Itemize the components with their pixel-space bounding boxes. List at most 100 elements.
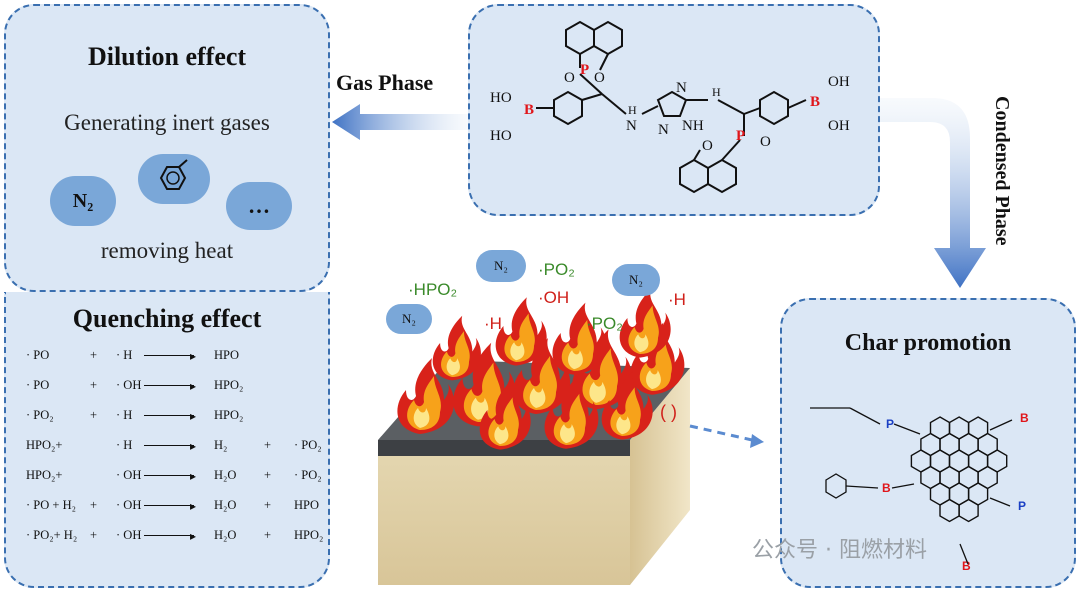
reaction-term: HPO — [214, 348, 240, 362]
molecule-label-p-2: P — [736, 128, 745, 144]
radical-h-right: ·H — [668, 290, 686, 309]
reaction-term: + — [90, 348, 98, 362]
molecule-label-o-3: O — [702, 138, 713, 154]
molecule-label-ho-2: HO — [490, 128, 512, 144]
reaction-term: · OH — [116, 378, 142, 392]
burning-material-illustration: ( ) — [378, 289, 764, 585]
flame — [495, 297, 547, 366]
molecule-label-o-4: O — [760, 134, 771, 150]
reaction-term: · H — [116, 408, 133, 422]
molecule-label-oh-1: OH — [828, 74, 850, 90]
reaction-term: · OH — [116, 528, 142, 542]
reaction-term: · PO — [26, 348, 50, 362]
reaction-term: · PO₂+ H₂ — [26, 528, 78, 542]
material-front-face — [378, 440, 630, 585]
radical-po2-bottom: ·PO₂ — [586, 314, 623, 333]
reaction-term: · OH — [116, 498, 142, 512]
toluene-icon — [159, 159, 188, 190]
reaction-term: · PO₂ — [294, 468, 322, 482]
flame — [619, 289, 671, 358]
char-title: Char promotion — [844, 330, 1012, 356]
graphene-hexagon — [939, 498, 960, 523]
reaction-term: + — [264, 438, 272, 452]
reaction-arrow-head: ▸ — [190, 469, 197, 483]
reaction-arrow-head: ▸ — [190, 409, 197, 423]
reaction-term: · OH — [116, 468, 142, 482]
reaction-arrow-head: ▸ — [190, 349, 197, 363]
reaction-arrow — [144, 505, 194, 506]
condensed-phase-arrow — [880, 98, 986, 288]
reaction-term: + — [90, 498, 98, 512]
n2-cloud-label: N₂ — [72, 189, 94, 212]
flame — [513, 338, 571, 414]
svg-text:B: B — [1020, 411, 1029, 425]
molecule-label-n-3: N — [658, 122, 669, 138]
reaction-arrow-head: ▸ — [190, 529, 197, 543]
svg-text:B: B — [962, 559, 971, 573]
flame-retardant-molecule-panel: OH OH HO HO P P O O O O N N N NH H H B B — [468, 4, 880, 216]
more-gases-label: … — [248, 193, 270, 218]
reaction-arrow — [144, 415, 194, 416]
reaction-arrow — [144, 475, 194, 476]
reaction-term: + — [264, 498, 272, 512]
flame — [601, 371, 653, 440]
reaction-term: · PO + H₂ — [26, 498, 76, 512]
dilution-effect-panel: Dilution effect Generating inert gases N… — [4, 4, 330, 292]
reaction-arrow — [144, 535, 194, 536]
reaction-term: + — [90, 528, 98, 542]
reaction-term: HPO₂ — [214, 378, 244, 392]
flame — [432, 315, 481, 381]
molecule-label-n-1: N — [626, 118, 637, 134]
toluene-cloud — [138, 154, 210, 204]
dilution-title: Dilution effect — [87, 42, 247, 71]
molecule-label-p-1: P — [580, 62, 589, 78]
reaction-arrow-head: ▸ — [190, 379, 197, 393]
reaction-arrow — [144, 355, 194, 356]
watermark: 公众号 · 阻燃材料 — [752, 538, 927, 563]
reaction-term: HPO — [294, 498, 320, 512]
svg-text:B: B — [882, 481, 891, 495]
flame — [544, 376, 599, 449]
flame — [630, 322, 685, 395]
reaction-term: · PO₂ — [26, 408, 54, 422]
condensed-phase-label: Condensed Phase — [991, 96, 1013, 246]
radical-oh: ·OH — [538, 288, 570, 307]
reaction-arrow — [144, 445, 194, 446]
molecule-label-oh-2: OH — [828, 118, 850, 134]
reaction-term: · H — [116, 348, 133, 362]
radical-po2-top: ·PO₂ — [538, 260, 575, 279]
molecule-label-h-2: H — [712, 85, 721, 99]
reaction-term: · PO — [26, 378, 50, 392]
molecule-label-b-1: B — [524, 102, 534, 118]
n2-cloud: N₂ — [50, 176, 116, 226]
flame — [397, 358, 455, 434]
reaction-term: + — [264, 468, 272, 482]
reaction-term: HPO₂ — [214, 408, 244, 422]
more-gases-cloud: … — [226, 182, 292, 230]
molecule-label-b-2: B — [810, 94, 820, 110]
reaction-term: H₂ — [214, 438, 228, 452]
char-promotion-panel: Char promotion P B B P B — [780, 298, 1076, 588]
reaction-term: H₂O — [214, 498, 237, 512]
svg-text:( ): ( ) — [660, 402, 677, 422]
n2-cloud-fire-3: N₂ — [612, 264, 660, 296]
char-graphite-structure: P B B P B — [810, 407, 1029, 573]
molecule-label-o-2: O — [594, 70, 605, 86]
reaction-term: HPO₂+ — [26, 468, 63, 482]
radical-hpo2: ·HPO₂ — [408, 280, 458, 299]
gas-phase-label: Gas Phase — [336, 70, 434, 95]
flame — [552, 302, 607, 375]
n2-cloud-fire-1: N₂ — [386, 304, 432, 334]
reaction-term: H₂O — [214, 468, 237, 482]
dilution-line2: removing heat — [100, 238, 234, 263]
molecule-label-n-2: N — [676, 80, 687, 96]
radical-h-left: ·H — [484, 314, 502, 333]
reaction-term: H₂O — [214, 528, 237, 542]
reaction-term: · H — [116, 438, 133, 452]
flame — [479, 381, 531, 450]
reaction-term: HPO₂+ — [26, 438, 63, 452]
molecule-label-ho-1: HO — [490, 90, 512, 106]
reaction-term: + — [90, 408, 98, 422]
reaction-term: · PO₂ — [294, 438, 322, 452]
